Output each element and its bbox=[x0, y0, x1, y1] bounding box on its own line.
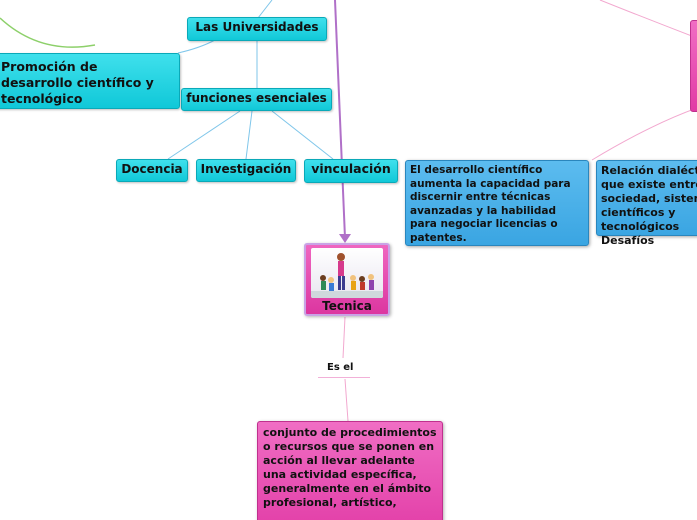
node-desarrollo-cientifico[interactable]: El desarrollo científico aumenta la capa… bbox=[405, 160, 589, 246]
node-relacion-dialectica[interactable]: Relación dialéctica que existe entre soc… bbox=[596, 160, 697, 247]
node-investigacion[interactable]: Investigación bbox=[196, 159, 296, 182]
node-tecnica-text: Tecnica bbox=[322, 299, 372, 313]
node-vinculacion[interactable]: vinculación bbox=[304, 159, 398, 183]
node-funciones-esenciales-text: funciones esenciales bbox=[186, 91, 327, 105]
node-conjunto-procedimientos[interactable]: conjunto de procedimientos o recursos qu… bbox=[257, 421, 443, 520]
node-relacion-dialectica-text: Relación dialéctica que existe entre soc… bbox=[601, 164, 697, 247]
link-green-top bbox=[0, 17, 96, 48]
node-las-universidades[interactable]: Las Universidades bbox=[187, 17, 327, 41]
link-tecnica-esel bbox=[342, 316, 346, 359]
node-funciones-esenciales[interactable]: funciones esenciales bbox=[181, 88, 332, 111]
link-universidades-up bbox=[257, 0, 273, 19]
link-pink-mid bbox=[591, 107, 697, 161]
node-docencia-text: Docencia bbox=[121, 162, 183, 176]
link-funciones-docencia bbox=[167, 110, 241, 160]
link-funciones-investigacion bbox=[245, 110, 253, 160]
link-esel-conjunto bbox=[344, 378, 349, 422]
node-desarrollo-cientifico-text: El desarrollo científico aumenta la capa… bbox=[410, 164, 571, 244]
link-universidades-promocion bbox=[177, 39, 216, 54]
offscreen-node-edge bbox=[690, 20, 697, 112]
node-investigacion-text: Investigación bbox=[200, 162, 292, 176]
label-es-el: Es el bbox=[327, 362, 354, 373]
arrow-head-tecnica bbox=[339, 234, 351, 243]
node-las-universidades-text: Las Universidades bbox=[195, 20, 319, 34]
link-funciones-vinculacion bbox=[271, 110, 334, 160]
node-promocion[interactable]: Promoción de desarrollo científico y tec… bbox=[0, 53, 180, 109]
node-tecnica[interactable]: Tecnica bbox=[304, 243, 390, 316]
node-docencia[interactable]: Docencia bbox=[116, 159, 188, 182]
teacher-with-children-icon bbox=[311, 248, 383, 298]
link-purple-tecnica bbox=[334, 0, 346, 239]
label-es-el-underline bbox=[318, 377, 370, 378]
node-vinculacion-text: vinculación bbox=[311, 161, 391, 176]
link-pink-top bbox=[599, 0, 697, 39]
node-promocion-text: Promoción de desarrollo científico y tec… bbox=[1, 59, 154, 106]
node-conjunto-procedimientos-text: conjunto de procedimientos o recursos qu… bbox=[263, 426, 437, 509]
